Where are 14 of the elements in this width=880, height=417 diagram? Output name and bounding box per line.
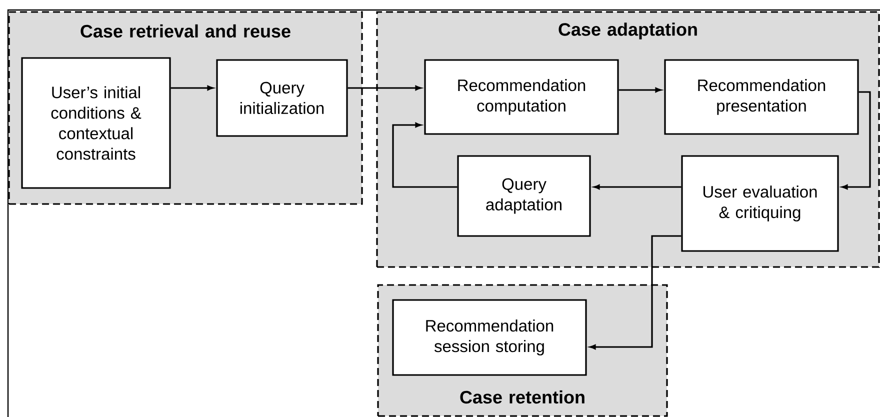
arrow (348, 86, 422, 90)
process-box: Recommendation presentation (664, 59, 859, 135)
arrow (842, 91, 871, 190)
process-box: User’s initial conditions & contextual constraints (21, 57, 171, 189)
process-box: User evaluation & critiquing (681, 155, 839, 252)
arrow (170, 86, 214, 90)
process-box: Recommendation computation (424, 59, 619, 135)
arrow (590, 235, 682, 350)
arrow (392, 122, 458, 188)
process-box: Query initialization (216, 59, 348, 137)
process-box: Query adaptation (457, 155, 591, 237)
arrow (618, 88, 662, 92)
arrow (594, 184, 682, 190)
process-box: Recommendation session storing (392, 299, 587, 376)
